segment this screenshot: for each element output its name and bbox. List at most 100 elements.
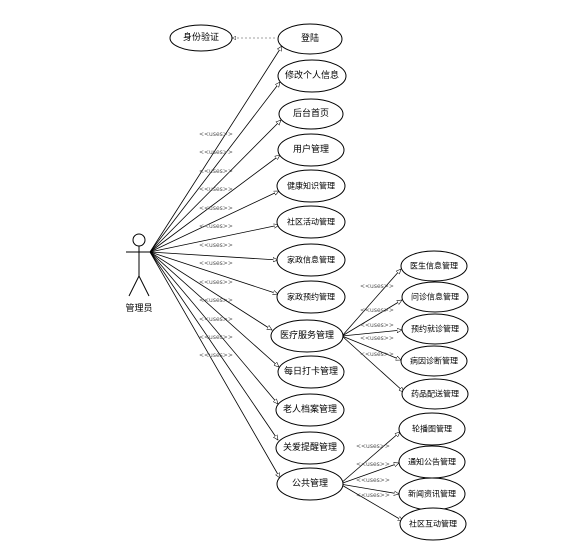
usecase-elder-records: 老人档案管理 xyxy=(275,393,345,427)
usecase-daily-checkin-label: 每日打卡管理 xyxy=(284,365,338,377)
stereo-2: <<uses>> xyxy=(199,149,233,156)
edge-community-events xyxy=(149,225,279,253)
usecase-edit-profile: 修改个人信息 xyxy=(277,59,347,93)
edge-public-mgmt xyxy=(149,251,281,478)
usecase-health-knowledge: 健康知识管理 xyxy=(276,169,346,203)
usecase-login: 登陆 xyxy=(277,23,343,55)
usecase-auth: 身份验证 xyxy=(169,24,233,52)
usecase-housekeeping-booking-label: 家政预约管理 xyxy=(287,292,335,302)
edge-medical-service xyxy=(149,251,272,330)
stereo-13: <<uses>> xyxy=(199,352,233,359)
usecase-medical-service: 医疗服务管理 xyxy=(270,319,344,353)
usecase-doctor-info: 医生信息管理 xyxy=(400,250,468,282)
usecase-community-events: 社区活动管理 xyxy=(276,205,346,239)
usecase-community-events-label: 社区活动管理 xyxy=(287,217,335,227)
actor-right-leg xyxy=(138,275,150,297)
stereo-4: <<uses>> xyxy=(199,186,233,193)
usecase-diagnosis-label: 病因诊断管理 xyxy=(410,356,458,366)
stereo-med-5: <<uses>> xyxy=(360,351,394,358)
usecase-public-mgmt: 公共管理 xyxy=(276,467,344,501)
actor-name: 管理员 xyxy=(125,302,152,314)
stereo-pub-4: <<uses>> xyxy=(356,492,390,499)
edge-carousel xyxy=(339,432,400,485)
stereo-8: <<uses>> xyxy=(199,260,233,267)
medical-edges xyxy=(341,269,404,392)
usecase-medicine-delivery: 药品配送管理 xyxy=(401,378,469,410)
actor-edges xyxy=(149,46,282,478)
edge-housekeeping-info xyxy=(149,251,278,260)
edge-medicine-delivery xyxy=(341,335,404,392)
stereo-10: <<uses>> xyxy=(199,297,233,304)
usecase-consultation-info-label: 问诊信息管理 xyxy=(411,292,459,302)
stereo-6: <<uses>> xyxy=(199,223,233,230)
usecase-consultation-info: 问诊信息管理 xyxy=(401,281,469,313)
edge-elder-records xyxy=(149,251,278,404)
edge-user-mgmt xyxy=(149,155,280,253)
usecase-notice: 通知公告管理 xyxy=(398,445,466,479)
stereo-med-3: <<uses>> xyxy=(360,322,394,329)
usecase-auth-label: 身份验证 xyxy=(183,31,219,43)
actor-head xyxy=(132,233,146,247)
usecase-appointment-label: 预约就诊管理 xyxy=(411,324,459,334)
usecase-community-interaction-label: 社区互动管理 xyxy=(409,519,457,529)
stereo-9: <<uses>> xyxy=(199,279,233,286)
usecase-community-interaction: 社区互动管理 xyxy=(399,507,467,541)
usecase-housekeeping-info-label: 家政信息管理 xyxy=(287,255,335,265)
usecase-care-reminder: 关爱提醒管理 xyxy=(275,431,345,465)
medical-stereotypes: <<uses>> <<uses>> <<uses>> <<uses>> <<us… xyxy=(360,283,394,358)
usecase-carousel-label: 轮播图管理 xyxy=(412,424,452,434)
edge-login xyxy=(149,46,282,253)
usecase-medicine-delivery-label: 药品配送管理 xyxy=(411,389,459,399)
stereo-med-4: <<uses>> xyxy=(360,335,394,342)
edge-notice xyxy=(339,463,399,485)
stereo-med-1: <<uses>> xyxy=(360,283,394,290)
actor-admin: 管理员 xyxy=(125,233,153,314)
usecase-user-mgmt: 用户管理 xyxy=(277,133,345,167)
usecase-backend-home-label: 后台首页 xyxy=(293,107,329,119)
usecase-carousel: 轮播图管理 xyxy=(398,412,466,446)
stereo-11: <<uses>> xyxy=(199,316,233,323)
actor-left-leg xyxy=(128,275,140,297)
edge-doctor-info xyxy=(341,269,401,337)
usecase-medical-service-label: 医疗服务管理 xyxy=(280,329,334,341)
stereo-12: <<uses>> xyxy=(199,334,233,341)
usecase-care-reminder-label: 关爱提醒管理 xyxy=(283,441,337,453)
edge-consultation-info xyxy=(341,300,402,337)
stereo-pub-1: <<uses>> xyxy=(356,443,390,450)
public-stereotypes: <<uses>> <<uses>> <<uses>> <<uses>> xyxy=(356,443,390,499)
usecase-housekeeping-info: 家政信息管理 xyxy=(276,243,346,277)
edge-diagnosis xyxy=(341,335,401,360)
edge-housekeeping-booking xyxy=(149,251,278,294)
usecase-housekeeping-booking: 家政预约管理 xyxy=(276,280,346,314)
usecase-doctor-info-label: 医生信息管理 xyxy=(410,261,458,271)
usecase-login-label: 登陆 xyxy=(301,32,319,44)
stereo-med-2: <<uses>> xyxy=(360,307,394,314)
edge-appointment xyxy=(341,330,402,337)
actor-stereotypes: <<uses>> <<uses>> <<uses>> <<uses>> <<us… xyxy=(199,131,233,359)
usecase-health-knowledge-label: 健康知识管理 xyxy=(287,181,335,191)
usecase-backend-home: 后台首页 xyxy=(278,98,344,130)
edge-care-reminder xyxy=(149,251,278,440)
edge-community-interaction xyxy=(339,483,403,521)
usecase-user-mgmt-label: 用户管理 xyxy=(293,143,329,155)
edge-health-knowledge xyxy=(149,190,279,253)
stereo-5: <<uses>> xyxy=(199,205,233,212)
usecase-news-label: 新闻资讯管理 xyxy=(408,489,456,499)
usecase-elder-records-label: 老人档案管理 xyxy=(283,403,337,415)
edge-news xyxy=(339,483,399,494)
stereo-pub-2: <<uses>> xyxy=(356,461,390,468)
usecase-notice-label: 通知公告管理 xyxy=(408,457,456,467)
usecase-public-mgmt-label: 公共管理 xyxy=(292,477,328,489)
public-edges xyxy=(339,432,403,521)
edge-backend-home xyxy=(149,120,281,253)
usecase-appointment: 预约就诊管理 xyxy=(401,313,469,345)
usecase-edit-profile-label: 修改个人信息 xyxy=(285,69,339,81)
edge-edit-profile xyxy=(149,82,280,253)
stereo-1: <<uses>> xyxy=(199,131,233,138)
stereo-pub-3: <<uses>> xyxy=(356,477,390,484)
stereo-3: <<uses>> xyxy=(199,168,233,175)
usecase-daily-checkin: 每日打卡管理 xyxy=(277,355,345,389)
edge-daily-checkin xyxy=(149,251,279,367)
stereo-7: <<uses>> xyxy=(199,242,233,249)
